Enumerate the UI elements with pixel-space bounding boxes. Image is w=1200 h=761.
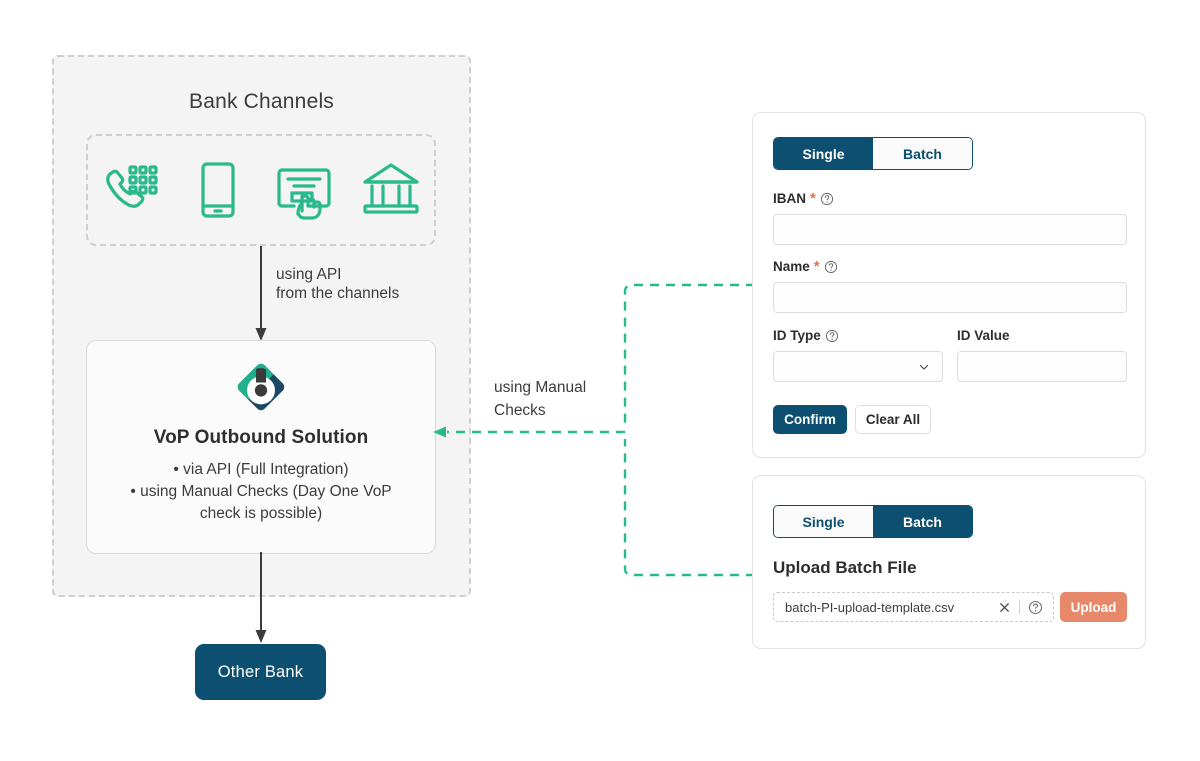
other-bank-label: Other Bank: [217, 662, 304, 681]
tab-batch-batch-panel[interactable]: Batch: [873, 506, 972, 537]
vop-diamond-logo: [233, 341, 289, 415]
chevron-down-icon: [917, 360, 942, 374]
mode-toggle-single-panel[interactable]: Single Batch: [773, 137, 973, 170]
iban-required-star: *: [810, 189, 816, 207]
mode-toggle-batch-panel[interactable]: Single Batch: [773, 505, 973, 538]
manual-label-line2: Checks: [494, 402, 546, 419]
tab-single[interactable]: Single: [774, 138, 873, 169]
selected-file-chip[interactable]: batch-PI-upload-template.csv: [773, 592, 1054, 622]
tab-single-batch-panel[interactable]: Single: [774, 506, 873, 537]
selected-file-name: batch-PI-upload-template.csv: [785, 599, 955, 615]
iban-input[interactable]: [773, 214, 1127, 245]
other-bank-node: Other Bank: [195, 644, 326, 700]
vop-bullet-line-3: check is possible): [199, 505, 323, 522]
id-type-label: ID Type: [773, 328, 839, 343]
id-type-help-icon[interactable]: [825, 328, 839, 343]
iban-label: IBAN *: [773, 191, 834, 206]
upload-button[interactable]: Upload: [1060, 592, 1127, 622]
api-connector-label: using API from the channels: [276, 265, 446, 303]
name-input[interactable]: [773, 282, 1127, 313]
channel-icons-row: [86, 134, 436, 246]
id-value-label: ID Value: [957, 328, 1010, 343]
iban-help-icon[interactable]: [820, 191, 834, 206]
mobile-phone-icon: [186, 158, 250, 222]
close-icon[interactable]: [997, 600, 1019, 615]
vop-bullet-line-2: • using Manual Checks (Day One VoP: [130, 483, 392, 500]
id-value-label-text: ID Value: [957, 328, 1010, 343]
api-label-line2: from the channels: [276, 285, 400, 302]
vop-bullet-list: • via API (Full Integration) • using Man…: [102, 459, 420, 525]
name-required-star: *: [813, 257, 820, 275]
phone-keypad-icon: [99, 158, 163, 222]
id-type-label-text: ID Type: [773, 328, 821, 344]
manual-label-line1: using Manual: [494, 379, 587, 396]
name-help-icon[interactable]: [824, 259, 838, 274]
bank-channels-title: Bank Channels: [188, 90, 335, 113]
single-check-panel: Single Batch IBAN * Name *: [752, 112, 1146, 458]
manual-checks-label: using Manual Checks: [494, 376, 624, 422]
vop-title: VoP Outbound Solution: [153, 427, 369, 448]
batch-upload-panel: Single Batch Upload Batch File batch-PI-…: [752, 475, 1146, 649]
vop-outbound-solution-card: VoP Outbound Solution • via API (Full In…: [86, 340, 436, 554]
upload-batch-title: Upload Batch File: [773, 558, 917, 577]
bank-building-icon: [359, 158, 423, 222]
api-label-line1: using API: [276, 266, 342, 283]
name-label-text: Name: [773, 259, 810, 275]
clear-all-button[interactable]: Clear All: [855, 405, 931, 434]
iban-label-text: IBAN: [773, 191, 806, 207]
id-type-select[interactable]: [773, 351, 943, 382]
file-help-icon[interactable]: [1028, 600, 1053, 615]
file-chip-divider: [1019, 600, 1020, 614]
screen-click-icon: [272, 158, 336, 222]
vop-bullet-line-1: • via API (Full Integration): [173, 461, 349, 478]
tab-batch[interactable]: Batch: [873, 138, 972, 169]
id-value-input[interactable]: [957, 351, 1127, 382]
name-label: Name *: [773, 259, 838, 274]
confirm-button[interactable]: Confirm: [773, 405, 847, 434]
